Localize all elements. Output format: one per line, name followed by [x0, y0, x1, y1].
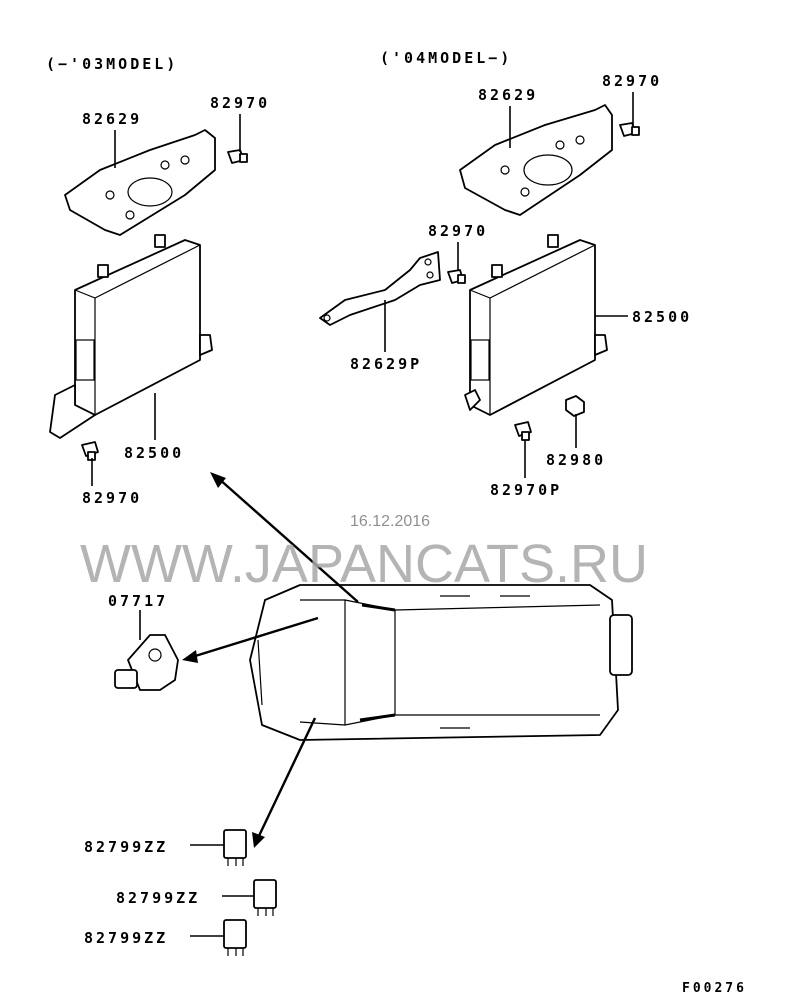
nut-right-drawing [565, 395, 585, 417]
leader-lines [91, 92, 634, 937]
ecu-right-drawing [464, 234, 608, 416]
bolt-right-bottom-drawing [514, 421, 532, 441]
bracket-left-drawing [64, 129, 216, 236]
label-nut-right: 82980 [546, 451, 606, 469]
label-relay-3: 82799ZZ [84, 929, 168, 947]
new-model-header: ('04MODEL−) [380, 49, 512, 67]
label-relay-2: 82799ZZ [116, 889, 200, 907]
label-ecu-right: 82500 [632, 308, 692, 326]
vehicle-top-view-drawing [249, 584, 633, 741]
bolt-left-bottom-drawing [81, 441, 99, 461]
relay-drawings [223, 829, 277, 956]
label-relay-1: 82799ZZ [84, 838, 168, 856]
label-bracket-stay: 82629P [350, 355, 422, 373]
label-bracket-right: 82629 [478, 86, 538, 104]
label-bolt-right-top: 82970 [602, 72, 662, 90]
label-bolt-left-top: 82970 [210, 94, 270, 112]
bolt-left-top-drawing [227, 149, 248, 164]
bolt-mid-drawing [447, 269, 466, 284]
old-model-header: (−'03MODEL) [46, 55, 178, 73]
label-bracket-left: 82629 [82, 110, 142, 128]
sensor-drawing [114, 634, 179, 691]
figure-code: F00276 [682, 981, 747, 996]
bolt-right-top-drawing [619, 122, 640, 137]
label-bolt-right-bottom: 82970P [490, 481, 562, 499]
label-bolt-mid: 82970 [428, 222, 488, 240]
watermark-site: WWW.JAPANCATS.RU [80, 534, 648, 594]
label-ecu-left: 82500 [124, 444, 184, 462]
ecu-left-drawing [49, 234, 213, 439]
label-bolt-left-bottom: 82970 [82, 489, 142, 507]
watermark-date: 16.12.2016 [350, 513, 430, 530]
pointer-arrows [182, 472, 359, 848]
bracket-right-drawing [459, 104, 613, 216]
label-sensor: 07717 [108, 592, 168, 610]
bracket-stay-drawing [319, 251, 441, 326]
